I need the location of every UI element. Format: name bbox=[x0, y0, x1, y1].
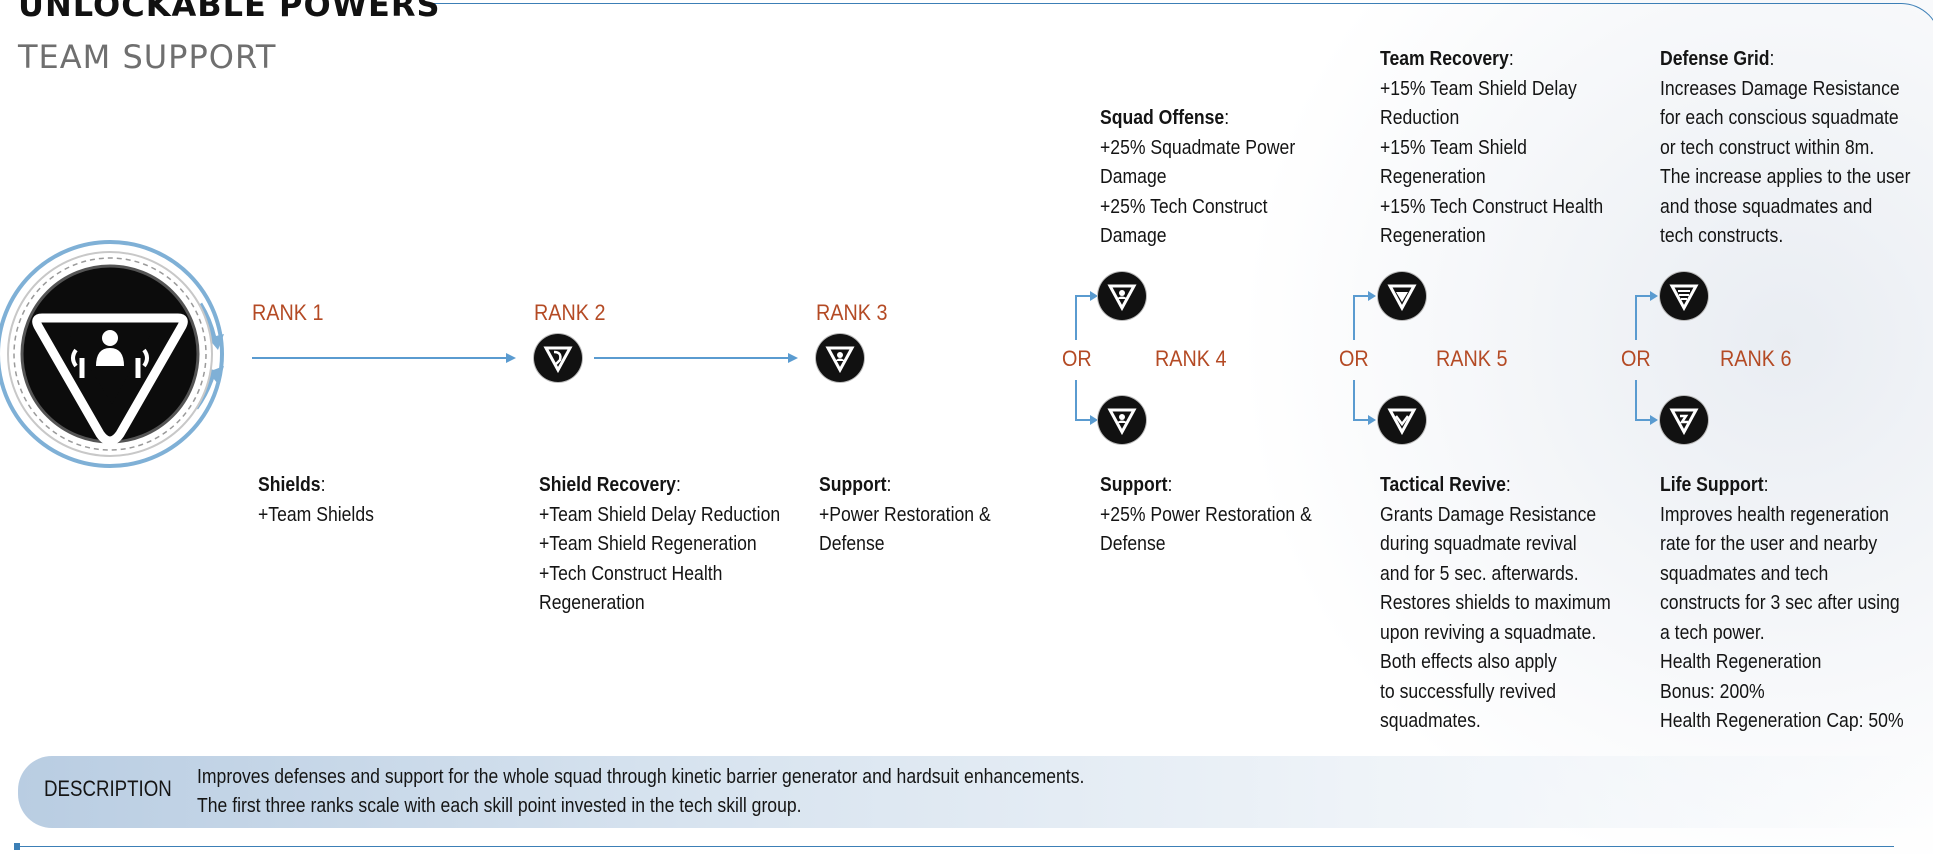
rank-4-bottom-line: Defense bbox=[1100, 533, 1166, 555]
rank-6-bottom-line: Bonus: 200% bbox=[1660, 680, 1765, 703]
rank-6-bottom-title-text: Life Support bbox=[1660, 474, 1764, 496]
rank-6-top-title-text: Defense Grid bbox=[1660, 48, 1770, 70]
rank-5-top-line: +15% Tech Construct Health bbox=[1380, 195, 1604, 218]
rank-4-or-label: OR bbox=[1062, 346, 1092, 371]
rank-4-bottom-description: Support: +25% Power Restoration & Defens… bbox=[1100, 471, 1312, 560]
rank-5-bottom-description: Tactical Revive: Grants Damage Resistanc… bbox=[1380, 471, 1611, 737]
rank-5-top-line: Reduction bbox=[1380, 107, 1460, 129]
rank-6-bottom-line: Health Regeneration bbox=[1660, 651, 1822, 673]
rank-2-line: +Team Shield Delay Reduction bbox=[539, 503, 781, 526]
rank-5-bottom-line: to successfully revived bbox=[1380, 680, 1557, 703]
rank-4-top-line: Damage bbox=[1100, 225, 1167, 247]
rank-6-top-line: Increases Damage Resistance bbox=[1660, 77, 1900, 100]
rank-5-or-label: OR bbox=[1339, 346, 1369, 371]
rank-4-label: RANK 4 bbox=[1155, 346, 1227, 371]
rank-5-bottom-line: Grants Damage Resistance bbox=[1380, 503, 1597, 526]
rank-5-bottom-line: Restores shields to maximum bbox=[1380, 592, 1611, 614]
rank-6-life-support-icon[interactable] bbox=[1660, 396, 1708, 444]
rank-6-top-line: or tech construct within 8m. bbox=[1660, 136, 1875, 159]
rank-4-top-description: Squad Offense: +25% Squadmate Power Dama… bbox=[1100, 104, 1295, 252]
rank-5-top-line: +15% Team Shield bbox=[1380, 136, 1527, 159]
rank-5-bottom-line: during squadmate revival bbox=[1380, 533, 1577, 555]
rank-4-top-line: +25% Squadmate Power bbox=[1100, 136, 1296, 159]
rank-2-line: +Team Shield Regeneration bbox=[539, 533, 757, 555]
rank-4-squad-offense-icon[interactable] bbox=[1098, 272, 1146, 320]
rank-2-title-text: Shield Recovery bbox=[539, 474, 676, 496]
rank-3-line: +Power Restoration & bbox=[819, 503, 991, 526]
description-line-1: Improves defenses and support for the wh… bbox=[197, 766, 1085, 788]
background-pattern bbox=[1200, 0, 1933, 854]
rank-4-bottom-title-text: Support bbox=[1100, 474, 1168, 496]
rank-5-top-title: Team Recovery: bbox=[1380, 48, 1514, 70]
rank-2-label: RANK 2 bbox=[534, 300, 606, 325]
rank-3-title-text: Support bbox=[819, 474, 887, 496]
rank-5-bottom-line: upon reviving a squadmate. bbox=[1380, 621, 1597, 644]
rank-4-top-line: +25% Tech Construct bbox=[1100, 195, 1268, 218]
rank-3-support-icon[interactable] bbox=[816, 334, 864, 382]
rank-5-bottom-line: squadmates. bbox=[1380, 710, 1481, 732]
rank-5-bottom-title-text: Tactical Revive bbox=[1380, 474, 1506, 496]
rank-6-bottom-line: a tech power. bbox=[1660, 621, 1765, 644]
rank-6-top-title: Defense Grid: bbox=[1660, 48, 1775, 70]
page-title: UNLOCKABLE POWERS bbox=[18, 0, 441, 24]
rank-1-title: Shields: bbox=[258, 474, 326, 496]
rank-4-support-icon[interactable] bbox=[1098, 396, 1146, 444]
rank-1-label: RANK 1 bbox=[252, 300, 324, 325]
rank-2-description: Shield Recovery: +Team Shield Delay Redu… bbox=[539, 471, 780, 619]
rank-6-bottom-line: rate for the user and nearby bbox=[1660, 533, 1878, 555]
rank-6-bottom-line: Health Regeneration Cap: 50% bbox=[1660, 710, 1904, 732]
rank-3-label: RANK 3 bbox=[816, 300, 888, 325]
rank-5-tactical-revive-icon[interactable] bbox=[1378, 396, 1426, 444]
rank-3-title: Support: bbox=[819, 474, 892, 496]
rank-6-top-line: The increase applies to the user bbox=[1660, 166, 1911, 188]
frame-bottom-line bbox=[14, 846, 1894, 847]
rank-6-or-label: OR bbox=[1621, 346, 1651, 371]
rank-6-bottom-line: Improves health regeneration bbox=[1660, 503, 1889, 526]
rank-2-title: Shield Recovery: bbox=[539, 474, 681, 496]
rank-5-label: RANK 5 bbox=[1436, 346, 1508, 371]
rank-5-top-line: Regeneration bbox=[1380, 225, 1486, 247]
rank-6-defense-grid-icon[interactable] bbox=[1660, 272, 1708, 320]
rank-5-top-line: +15% Team Shield Delay bbox=[1380, 77, 1577, 100]
power-name: TEAM SUPPORT bbox=[18, 38, 277, 76]
rank-4-bottom-line: +25% Power Restoration & bbox=[1100, 503, 1312, 526]
rank-4-top-line: Damage bbox=[1100, 166, 1167, 188]
rank-5-bottom-line: Both effects also apply bbox=[1380, 651, 1557, 673]
description-text: Improves defenses and support for the wh… bbox=[197, 763, 1084, 821]
team-support-icon bbox=[0, 238, 240, 478]
rank-5-team-recovery-icon[interactable] bbox=[1378, 272, 1426, 320]
rank-2-shield-recovery-icon[interactable] bbox=[534, 334, 582, 382]
rank-4-top-title-text: Squad Offense bbox=[1100, 107, 1225, 129]
rank-5-top-description: Team Recovery: +15% Team Shield Delay Re… bbox=[1380, 45, 1603, 252]
rank-2-line: +Tech Construct Health bbox=[539, 562, 723, 585]
description-label: DESCRIPTION bbox=[44, 776, 172, 801]
rank-5-top-line: Regeneration bbox=[1380, 166, 1486, 188]
rank-6-bottom-line: constructs for 3 sec after using bbox=[1660, 592, 1900, 614]
description-line-2: The first three ranks scale with each sk… bbox=[197, 795, 802, 817]
rank-3-description: Support: +Power Restoration & Defense bbox=[819, 471, 991, 560]
rank-1-title-text: Shields bbox=[258, 474, 321, 496]
frame-corner bbox=[1880, 3, 1933, 64]
rank-6-top-line: tech constructs. bbox=[1660, 225, 1784, 247]
rank-6-bottom-description: Life Support: Improves health regenerati… bbox=[1660, 471, 1904, 737]
rank-3-line: Defense bbox=[819, 533, 885, 555]
rank-6-bottom-title: Life Support: bbox=[1660, 474, 1769, 496]
rank-5-bottom-title: Tactical Revive: bbox=[1380, 474, 1511, 496]
rank-5-top-title-text: Team Recovery bbox=[1380, 48, 1509, 70]
rank-6-label: RANK 6 bbox=[1720, 346, 1792, 371]
frame-top-line bbox=[420, 3, 1895, 4]
rank-1-description: Shields: +Team Shields bbox=[258, 471, 374, 530]
rank-1-line: +Team Shields bbox=[258, 503, 374, 526]
frame-bottom-tick bbox=[14, 843, 20, 850]
rank-6-top-description: Defense Grid: Increases Damage Resistanc… bbox=[1660, 45, 1910, 252]
description-bar bbox=[18, 756, 1928, 828]
rank-4-bottom-title: Support: bbox=[1100, 474, 1173, 496]
rank-6-top-line: for each conscious squadmate bbox=[1660, 107, 1899, 129]
rank-4-top-title: Squad Offense: bbox=[1100, 107, 1230, 129]
rank-6-top-line: and those squadmates and bbox=[1660, 195, 1873, 218]
rank-6-bottom-line: squadmates and tech bbox=[1660, 562, 1829, 585]
rank-5-bottom-line: and for 5 sec. afterwards. bbox=[1380, 562, 1579, 585]
rank-2-line: Regeneration bbox=[539, 592, 645, 614]
